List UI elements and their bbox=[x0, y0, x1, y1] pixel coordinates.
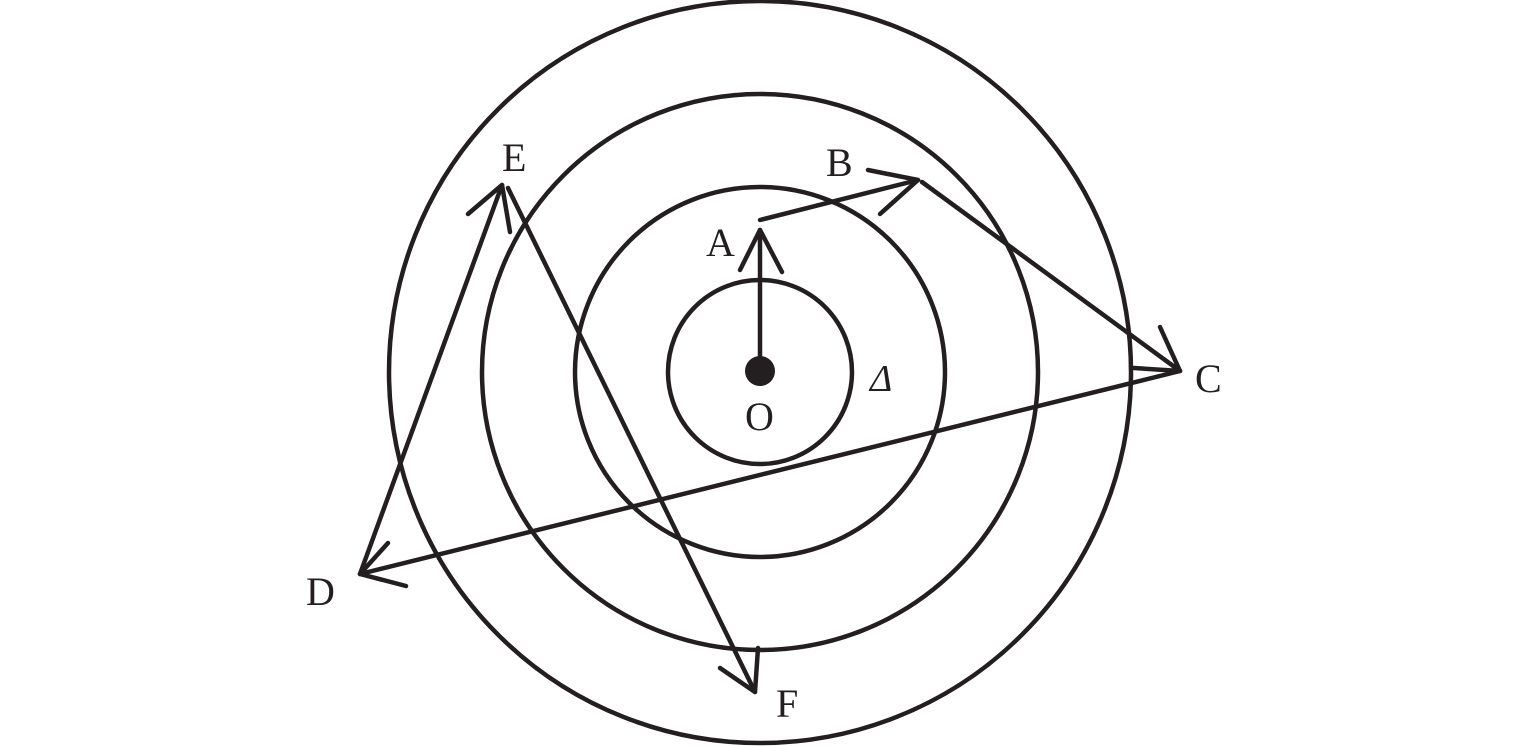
segment-c-d bbox=[357, 368, 1183, 577]
label-delta: Δ bbox=[868, 358, 892, 400]
center-point-o bbox=[745, 356, 775, 386]
arrowhead-a bbox=[737, 227, 785, 275]
segment-b-c bbox=[919, 179, 1183, 374]
arrowhead-d bbox=[357, 540, 409, 589]
label-f: F bbox=[776, 681, 798, 726]
label-a: A bbox=[706, 220, 735, 265]
labels: O A B C D E F Δ bbox=[306, 135, 1222, 726]
segment-e-f bbox=[505, 185, 758, 695]
segment-a-b bbox=[757, 177, 921, 223]
arrowhead-b bbox=[865, 167, 921, 217]
arrowhead-c bbox=[1131, 324, 1183, 374]
arrowhead-e bbox=[465, 182, 513, 235]
label-d: D bbox=[306, 569, 335, 614]
arrow-heads bbox=[357, 167, 1183, 695]
label-e: E bbox=[502, 135, 526, 180]
ring-4 bbox=[386, 0, 1134, 746]
label-c: C bbox=[1195, 356, 1222, 401]
ring-2 bbox=[572, 184, 948, 560]
label-o: O bbox=[745, 394, 774, 439]
label-b: B bbox=[826, 140, 853, 185]
path-segments bbox=[357, 177, 1183, 695]
segment-d-e bbox=[357, 182, 505, 577]
arrowhead-f bbox=[717, 645, 761, 695]
